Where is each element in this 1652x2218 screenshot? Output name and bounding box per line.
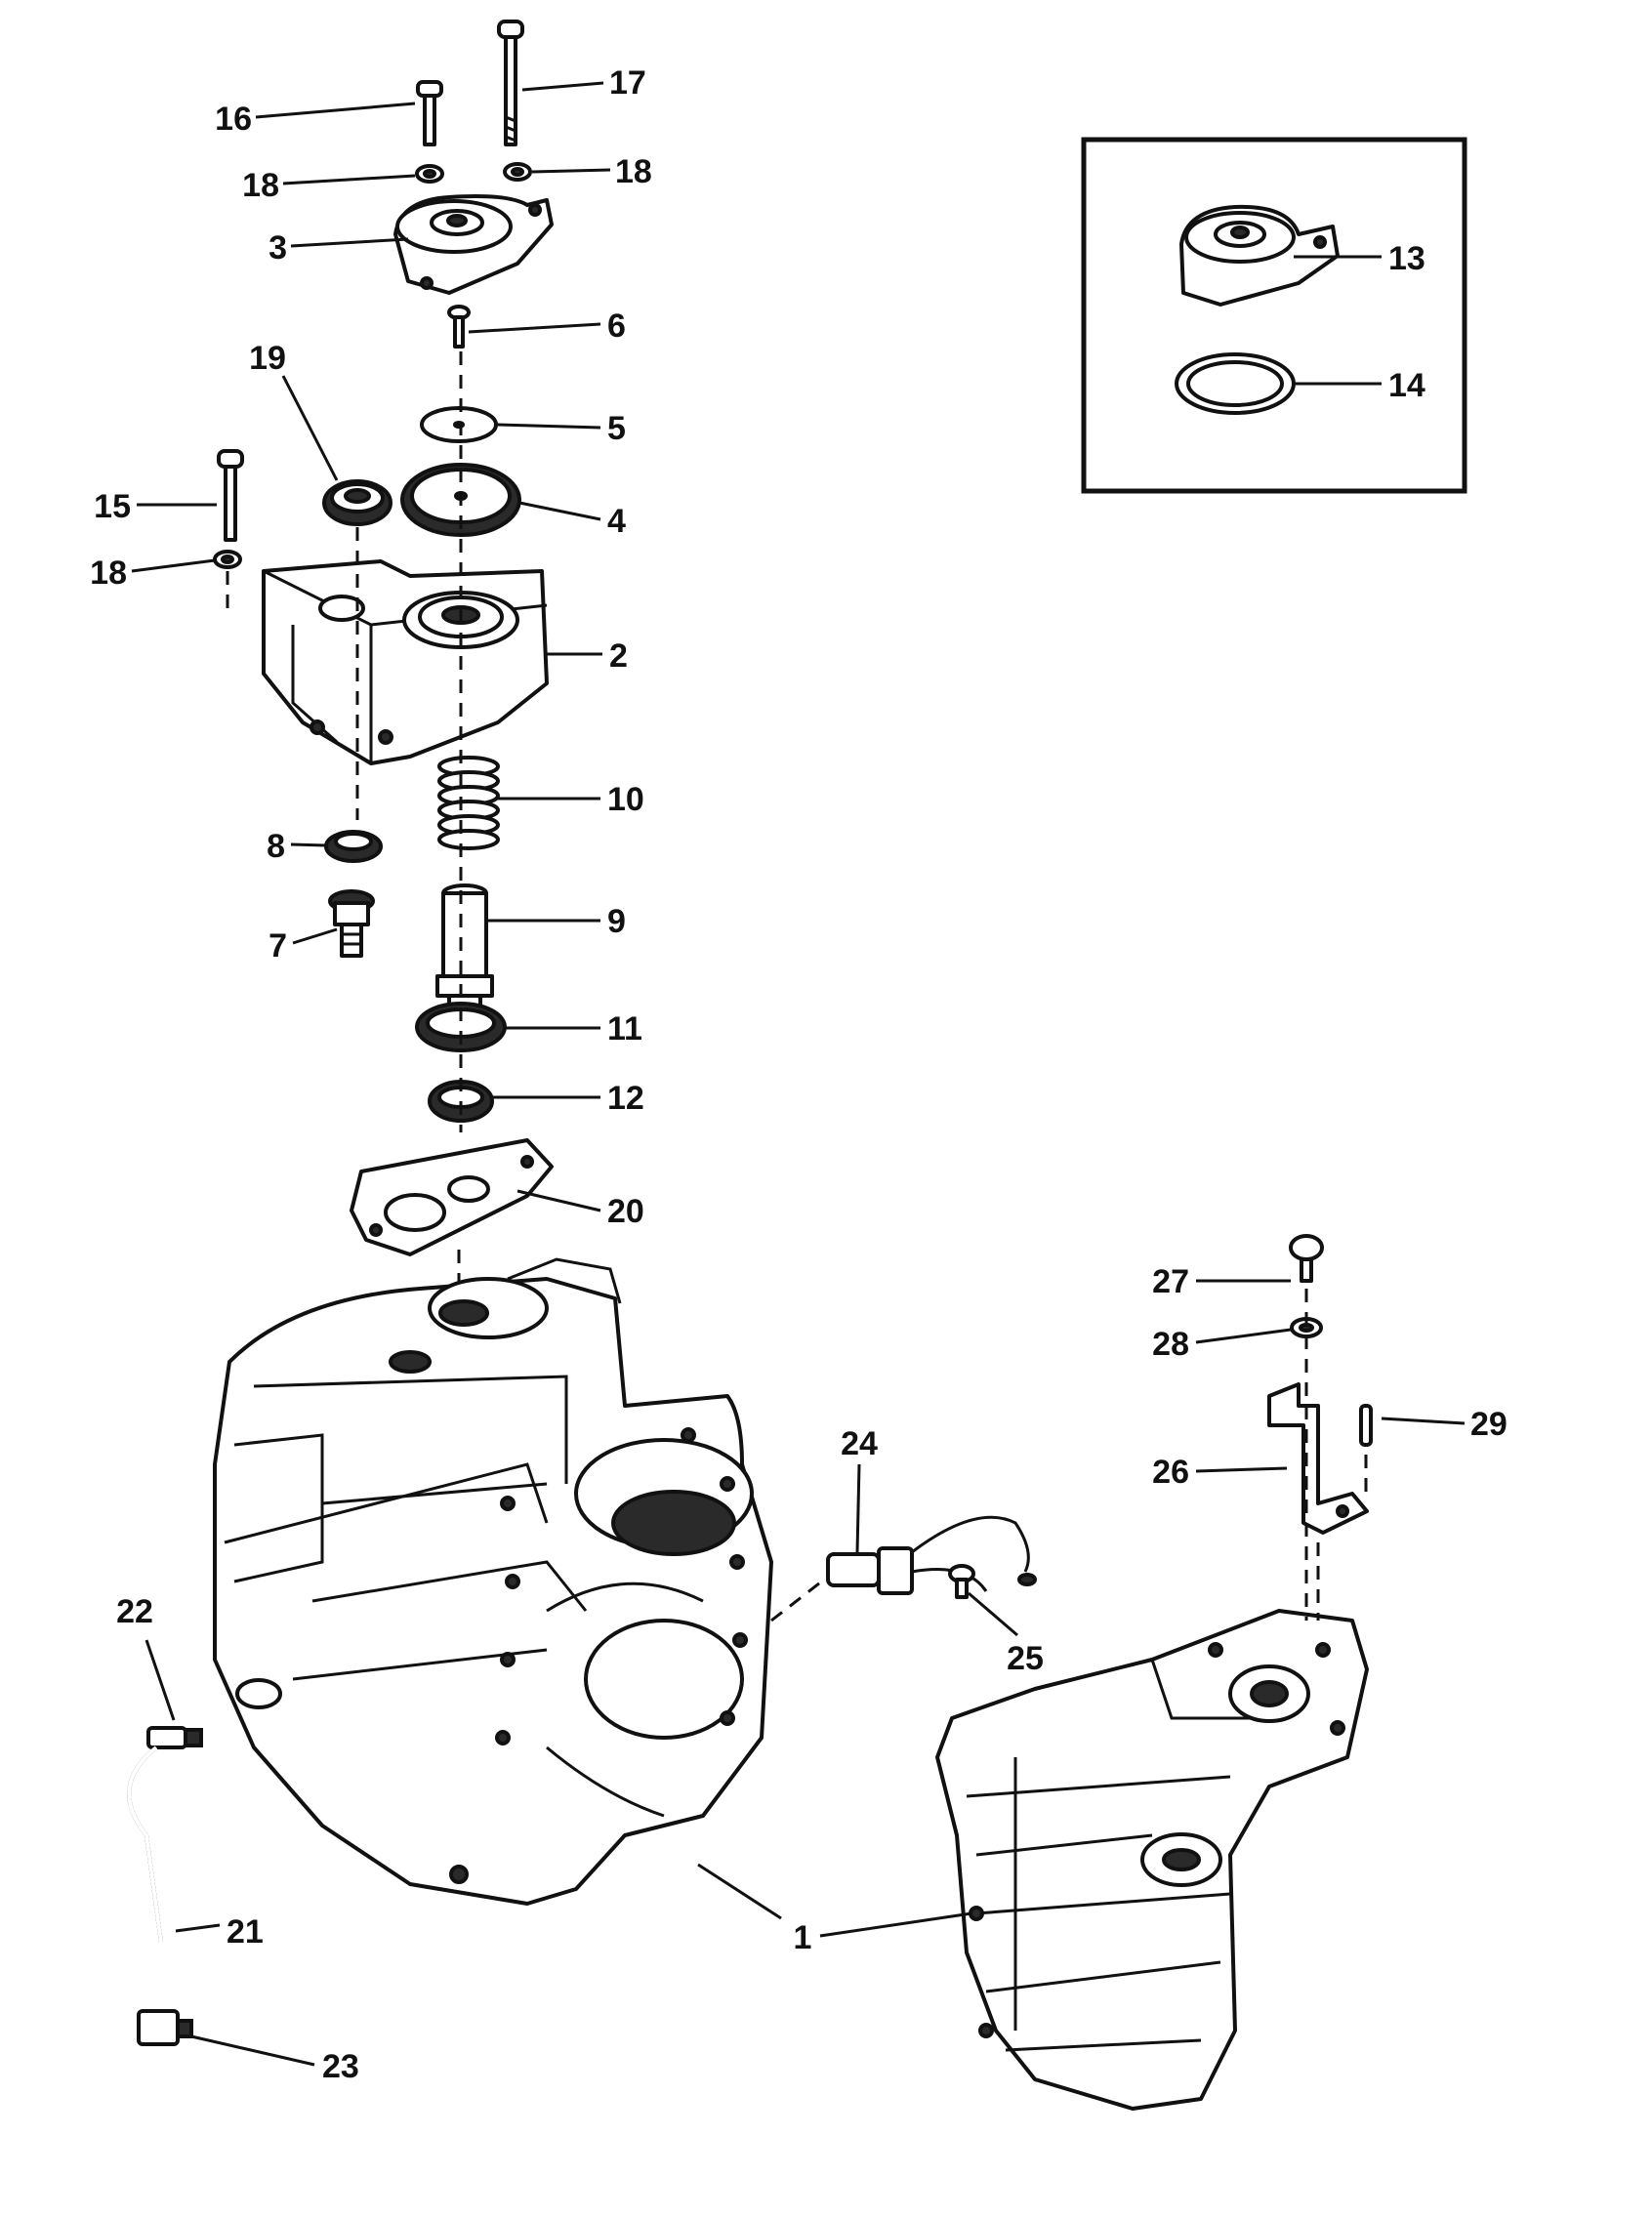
part-25-screw (948, 1564, 975, 1599)
callout-13: 13 (1388, 240, 1425, 277)
callout-24: 24 (841, 1425, 878, 1462)
part-18-washer-a (415, 164, 444, 184)
callout-23: 23 (322, 2048, 359, 2085)
part-19-grommet (322, 479, 392, 526)
leader-lines (131, 81, 1466, 2067)
part-20-gasket (350, 1138, 554, 1256)
callout-5: 5 (607, 410, 626, 447)
part-23-elbow (137, 2009, 193, 2046)
part-17-long-bolt (497, 20, 524, 146)
part-6-screw (447, 305, 471, 349)
part-24-wire-connector (826, 1515, 1037, 1595)
part-2-valve-housing (262, 559, 549, 765)
callout-7: 7 (268, 927, 287, 965)
part-11-seal-ring (415, 1002, 507, 1052)
callout-6: 6 (607, 308, 626, 345)
part-14-o-ring (1175, 352, 1296, 415)
inset-box (1081, 137, 1467, 494)
callout-29: 29 (1470, 1406, 1507, 1443)
callout-9: 9 (607, 903, 626, 940)
callout-18-a: 18 (242, 167, 279, 204)
callout-2: 2 (609, 637, 628, 675)
callout-16: 16 (215, 101, 252, 138)
callout-labels: 16 17 18 18 3 6 19 5 15 4 18 2 10 8 9 7 … (90, 64, 1507, 2085)
part-1-crankcase-left (213, 1257, 773, 1906)
callout-14: 14 (1388, 367, 1425, 404)
callout-22: 22 (116, 1593, 153, 1630)
part-27-screw (1289, 1234, 1324, 1283)
part-22-fitting (146, 1726, 203, 1749)
callout-4: 4 (607, 503, 626, 540)
callout-3: 3 (268, 229, 287, 267)
part-3-cover (393, 194, 554, 295)
part-9-valve-sleeve (435, 883, 494, 1015)
part-8-seal (324, 830, 383, 863)
callout-21: 21 (227, 1913, 264, 1951)
callout-10: 10 (607, 781, 644, 818)
callout-19: 19 (249, 340, 286, 377)
callout-28: 28 (1152, 1326, 1189, 1363)
callout-27: 27 (1152, 1263, 1189, 1300)
assembly-line-wire (770, 1575, 829, 1622)
callout-18-c: 18 (90, 554, 127, 592)
callout-12: 12 (607, 1080, 644, 1117)
callout-15: 15 (94, 488, 131, 525)
callout-26: 26 (1152, 1454, 1189, 1491)
part-10-spring (437, 756, 500, 850)
callout-18-b: 18 (615, 153, 652, 190)
callout-25: 25 (1007, 1640, 1044, 1677)
part-29-pin (1359, 1404, 1373, 1447)
part-18-washer-b (503, 162, 532, 182)
part-13-cover-alt (1179, 204, 1340, 307)
callout-17: 17 (609, 64, 646, 102)
callout-11: 11 (607, 1010, 642, 1047)
callout-8: 8 (267, 828, 285, 865)
part-21-hose (127, 1746, 163, 2001)
part-7-plug (328, 889, 375, 958)
part-15-bolt (217, 449, 244, 542)
callout-1: 1 (794, 1919, 812, 1956)
part-5-disc (420, 406, 498, 443)
part-16-short-bolt (416, 80, 443, 146)
part-1-crankcase-right (935, 1609, 1369, 2111)
callout-20: 20 (607, 1193, 644, 1230)
part-26-bracket (1267, 1382, 1369, 1535)
part-18-washer-c (213, 550, 242, 569)
